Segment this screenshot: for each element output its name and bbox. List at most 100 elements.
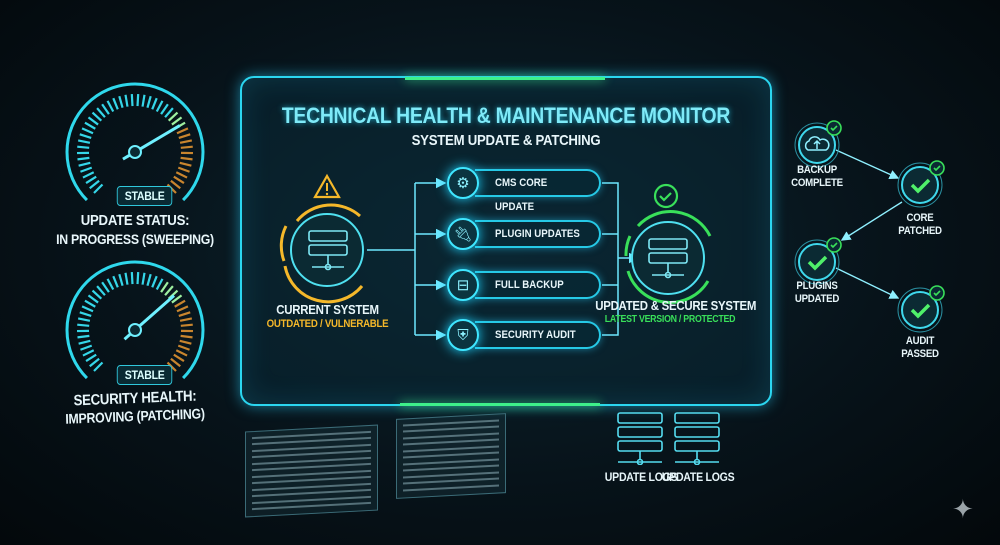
gauges-layer: [65, 82, 205, 380]
gauge-tick: [160, 103, 169, 115]
gauge-tick: [79, 311, 92, 317]
gauge-tick: [82, 349, 95, 357]
gauge-tick: [124, 94, 129, 107]
step-label: PLUGIN UPDATES: [495, 228, 580, 240]
update-logs-icons: [617, 412, 720, 465]
gauge-tick: [164, 285, 174, 296]
check-icon: [807, 255, 828, 271]
gauge-tick: [176, 305, 189, 313]
gauge-tick: [160, 281, 169, 293]
gauge-tick: [179, 139, 193, 144]
panel-bottom-accent: [400, 403, 600, 406]
gauge-tick: [179, 317, 193, 322]
flow-arrow: [414, 183, 445, 250]
gauge-tick: [170, 179, 181, 190]
milestone-arrow: [835, 267, 900, 299]
gauge-hub: [128, 145, 142, 159]
gauge-tick: [136, 94, 140, 107]
milestone-node-3: [794, 237, 842, 285]
gauge-tick: [146, 95, 152, 109]
gauge-tick: [173, 175, 185, 185]
current-system-label: CURRENT SYSTEM: [276, 302, 379, 317]
gauge-tick: [179, 161, 192, 167]
gauge-hub: [128, 323, 142, 337]
flow-arrow: [414, 250, 445, 335]
gauge-tick: [82, 171, 95, 179]
shield-check-icon: ⛨: [447, 319, 479, 351]
warning-icon: [313, 173, 341, 199]
server-stack-icon: [617, 412, 663, 465]
gauge-tick: [91, 111, 103, 122]
current-system-node: [279, 173, 364, 304]
gauge-tick: [130, 272, 134, 285]
step-label: FULL BACKUP: [495, 279, 564, 291]
gauge-badge: STABLE: [116, 186, 173, 206]
gauge-tick: [130, 94, 134, 107]
gauge-tick: [89, 179, 100, 190]
gauge-tick: [177, 166, 190, 173]
flow-diagram: [279, 76, 712, 341]
gauge-tick: [91, 289, 103, 300]
gauge-tick: [77, 156, 90, 161]
gauge-tick: [180, 145, 193, 149]
gauge-label: UPDATE STATUS:: [80, 212, 190, 229]
gauge-tick: [79, 133, 92, 139]
gauge-tick: [77, 334, 90, 339]
gauge-tick: [81, 127, 94, 135]
gauge-tick: [85, 175, 97, 185]
gauge-tick: [180, 323, 193, 327]
gauge-tick: [84, 121, 96, 130]
step-full-backup: FULL BACKUP: [475, 271, 601, 299]
plug-icon: 🔌︎: [447, 218, 479, 250]
update-status-gauge: [65, 82, 205, 202]
gauge-tick: [175, 349, 188, 357]
gauge-tick: [118, 95, 124, 109]
milestone-arrow: [840, 201, 903, 241]
gauge-tick: [146, 273, 152, 287]
gauge-rim: [65, 260, 205, 380]
cloud-upload-icon: [804, 136, 830, 151]
update-logs-label: UPDATE LOGS: [661, 470, 735, 484]
gauge-tick: [112, 97, 119, 110]
step-plugin-updates: PLUGIN UPDATES: [475, 220, 601, 248]
check-circle-icon: [653, 183, 679, 209]
gauge-tick: [81, 305, 94, 313]
gauge-tick: [174, 299, 186, 308]
gauge-tick: [87, 116, 99, 126]
gauge-tick: [93, 183, 104, 194]
gauge-tick: [141, 94, 146, 107]
gauge-tick: [164, 107, 174, 118]
updated-system-node: [624, 183, 712, 304]
gauge-tick: [180, 334, 193, 339]
gauge-tick: [179, 339, 192, 345]
step-security-audit: SECURITY AUDIT: [475, 321, 601, 349]
log-panel: [245, 424, 378, 518]
gauge-tick: [136, 272, 140, 285]
gauge-tick: [101, 281, 110, 293]
panel-top-accent: [405, 77, 605, 80]
sparkle-icon: ✦: [952, 494, 974, 524]
gauge-tick: [112, 275, 119, 288]
gauge-tick: [78, 161, 91, 167]
gauge-tick: [77, 323, 90, 327]
gauge-tick: [151, 97, 158, 110]
gauge-tick: [151, 275, 158, 288]
server-stack-icon: [674, 412, 720, 465]
page-title: TECHNICAL HEALTH & MAINTENANCE MONITOR: [281, 103, 731, 128]
gauge-tick: [155, 100, 164, 113]
milestone-node-4: [897, 285, 945, 333]
gauge-tick: [141, 272, 146, 285]
gauge-tick: [101, 103, 110, 115]
gauge-tick: [167, 111, 179, 122]
gauge-badge: STABLE: [116, 365, 173, 385]
gauge-tick: [78, 339, 91, 345]
flow-connector: [602, 182, 619, 336]
gauge-tick: [106, 100, 115, 113]
gauge-tick: [175, 171, 188, 179]
gauge-tick: [177, 344, 190, 351]
page-subtitle: SYSTEM UPDATE & PATCHING: [411, 132, 601, 149]
gauge-tick: [180, 156, 193, 161]
milestone-flow: [794, 120, 945, 333]
